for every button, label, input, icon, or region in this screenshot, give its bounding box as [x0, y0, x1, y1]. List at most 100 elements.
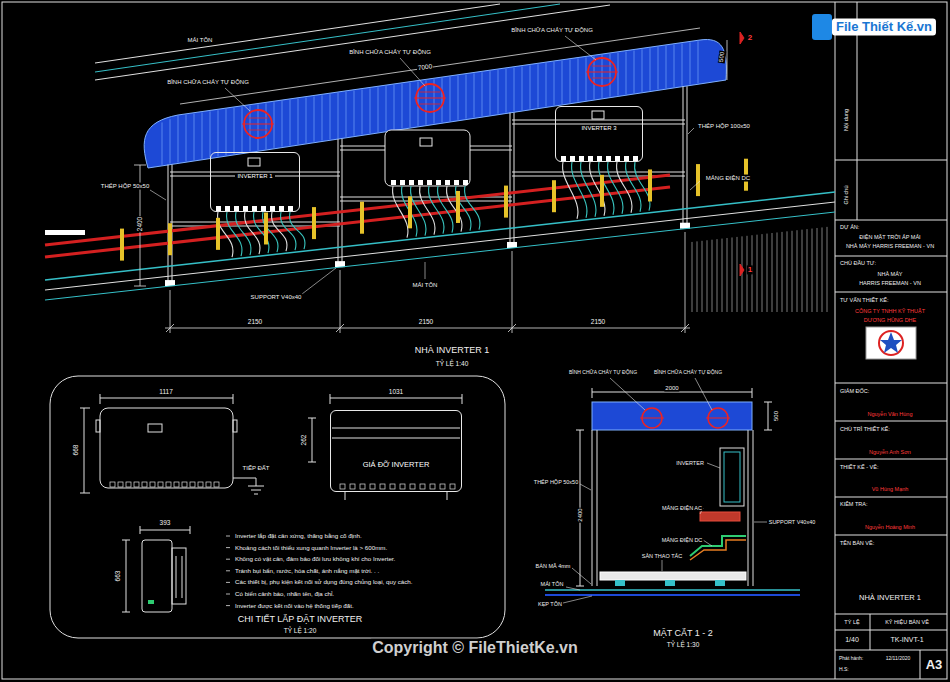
install-note: Khoảng cách tối thiểu xung quanh Inverte…: [234, 544, 388, 551]
sheet-frame: [835, 256, 947, 257]
roof-sheet-lines: [95, 4, 500, 63]
roof-rib: [434, 79, 435, 123]
note-bullets: [226, 547, 230, 548]
inverter-box: [385, 130, 470, 186]
roof-rib: [702, 241, 703, 312]
roof-rib: [498, 70, 499, 114]
dimension-lines: [508, 324, 516, 332]
dc-connector: [579, 156, 584, 161]
part-name: SUPPORT V40x40: [768, 519, 817, 525]
site-logo-icon: [812, 14, 832, 40]
leader-lines: [425, 262, 426, 279]
dimension-lines: [134, 165, 146, 166]
dc-cable: [281, 212, 296, 250]
dimension: 2000: [664, 385, 679, 392]
section-markers: [740, 32, 744, 276]
section-view: [752, 388, 753, 398]
sheet-frame: [835, 383, 947, 384]
inverter-box: INVERTER 3: [555, 106, 643, 162]
dc-cable: [263, 212, 278, 252]
roof-rib: [530, 65, 531, 108]
part-name: BÌNH CHỮA CHÁY TỰ ĐỘNG: [348, 49, 432, 56]
dimension-lines: [165, 328, 690, 329]
dc-cable: [608, 162, 623, 214]
roof-rib: [812, 229, 813, 312]
section-view: [592, 430, 593, 586]
roof-rib: [330, 94, 331, 139]
title-block-field: KÝ HIỆU BẢN VẼ: [884, 619, 930, 625]
dc-cable: [626, 162, 641, 212]
roof-rib: [194, 114, 195, 160]
roof-rib: [707, 240, 708, 312]
title-block-value: NHÀ MÁY HARRIS FREEMAN - VN: [845, 243, 935, 249]
part-name: BÌNH CHỮA CHÁY TỰ ĐỘNG: [510, 27, 594, 34]
roof-rib: [482, 72, 483, 116]
section-view: [753, 430, 754, 586]
support-post: [456, 191, 460, 223]
post-foot: [507, 242, 517, 248]
inverter-side-view: [172, 548, 186, 604]
dc-connector: [174, 482, 179, 487]
sheet-frame: [835, 459, 947, 460]
fire-extinguisher: [248, 118, 268, 119]
section-view: [615, 580, 625, 586]
leader-lines: [225, 88, 250, 111]
dc-connector: [216, 206, 221, 211]
dc-connector: [261, 206, 266, 211]
inverter-bracket-drawing: [330, 394, 331, 404]
roof-rib: [717, 239, 718, 312]
inverter-side-view: [190, 526, 191, 534]
ground-lines: [45, 212, 835, 300]
section-view: [700, 512, 740, 521]
part-name: MÁNG ĐIỆN DC: [661, 537, 704, 543]
dc-connector: [190, 482, 195, 487]
steel-post: [342, 139, 343, 267]
post-foot: [165, 280, 175, 286]
dc-cable: [590, 162, 605, 216]
roof-rib: [226, 109, 227, 155]
roof-rib: [410, 83, 411, 127]
inverter-front-view: [248, 486, 264, 487]
dc-cable: [635, 162, 650, 211]
roof-rib: [426, 80, 427, 124]
dc-cable: [254, 212, 269, 253]
support-post: [600, 175, 604, 207]
title-block-field: CHỦ TRÌ THIẾT KẾ:: [839, 426, 891, 432]
dc-connector: [400, 180, 405, 185]
dc-connector: [110, 482, 115, 487]
install-note: Không có vật cản, đảm bảo đối lưu không …: [234, 556, 396, 563]
sheet-frame: [835, 421, 947, 422]
dc-connector: [420, 484, 425, 489]
section-leader-lines: [572, 568, 591, 584]
roof-rib: [666, 46, 667, 88]
roof-rib: [402, 84, 403, 129]
dimension: 500: [773, 410, 780, 422]
fire-extinguisher: [420, 104, 440, 105]
roof-rib: [732, 237, 733, 312]
inverter-front-view: [80, 394, 264, 494]
company-logo: [866, 327, 916, 359]
dc-connector: [198, 482, 203, 487]
roof-rib: [170, 119, 171, 163]
dc-connector: [418, 180, 423, 185]
support-post: [360, 202, 364, 234]
dc-connector: [166, 482, 171, 487]
note-bullets: [226, 605, 230, 606]
part-name: SÀN THAO TÁC: [641, 553, 683, 559]
support-post: [264, 212, 268, 244]
post-foot: [335, 261, 345, 267]
scale-note: TỶ LỆ 1:30: [666, 641, 701, 648]
part-name: KẸP TÔN: [537, 601, 563, 607]
section-view: [600, 572, 746, 580]
leader-lines: [302, 268, 336, 294]
title-block-field: GIÁM ĐỐC:: [839, 388, 870, 394]
part-name: BÌNH CHỮA CHÁY TỰ ĐỘNG: [568, 370, 638, 376]
dc-connector: [234, 206, 239, 211]
dc-connector: [270, 206, 275, 211]
part-name: MÁNG ĐIỆN AC: [661, 505, 703, 511]
dc-connector: [450, 484, 455, 489]
roof-rib: [522, 67, 523, 111]
roof-rib: [378, 87, 379, 132]
dc-connector: [288, 206, 293, 211]
